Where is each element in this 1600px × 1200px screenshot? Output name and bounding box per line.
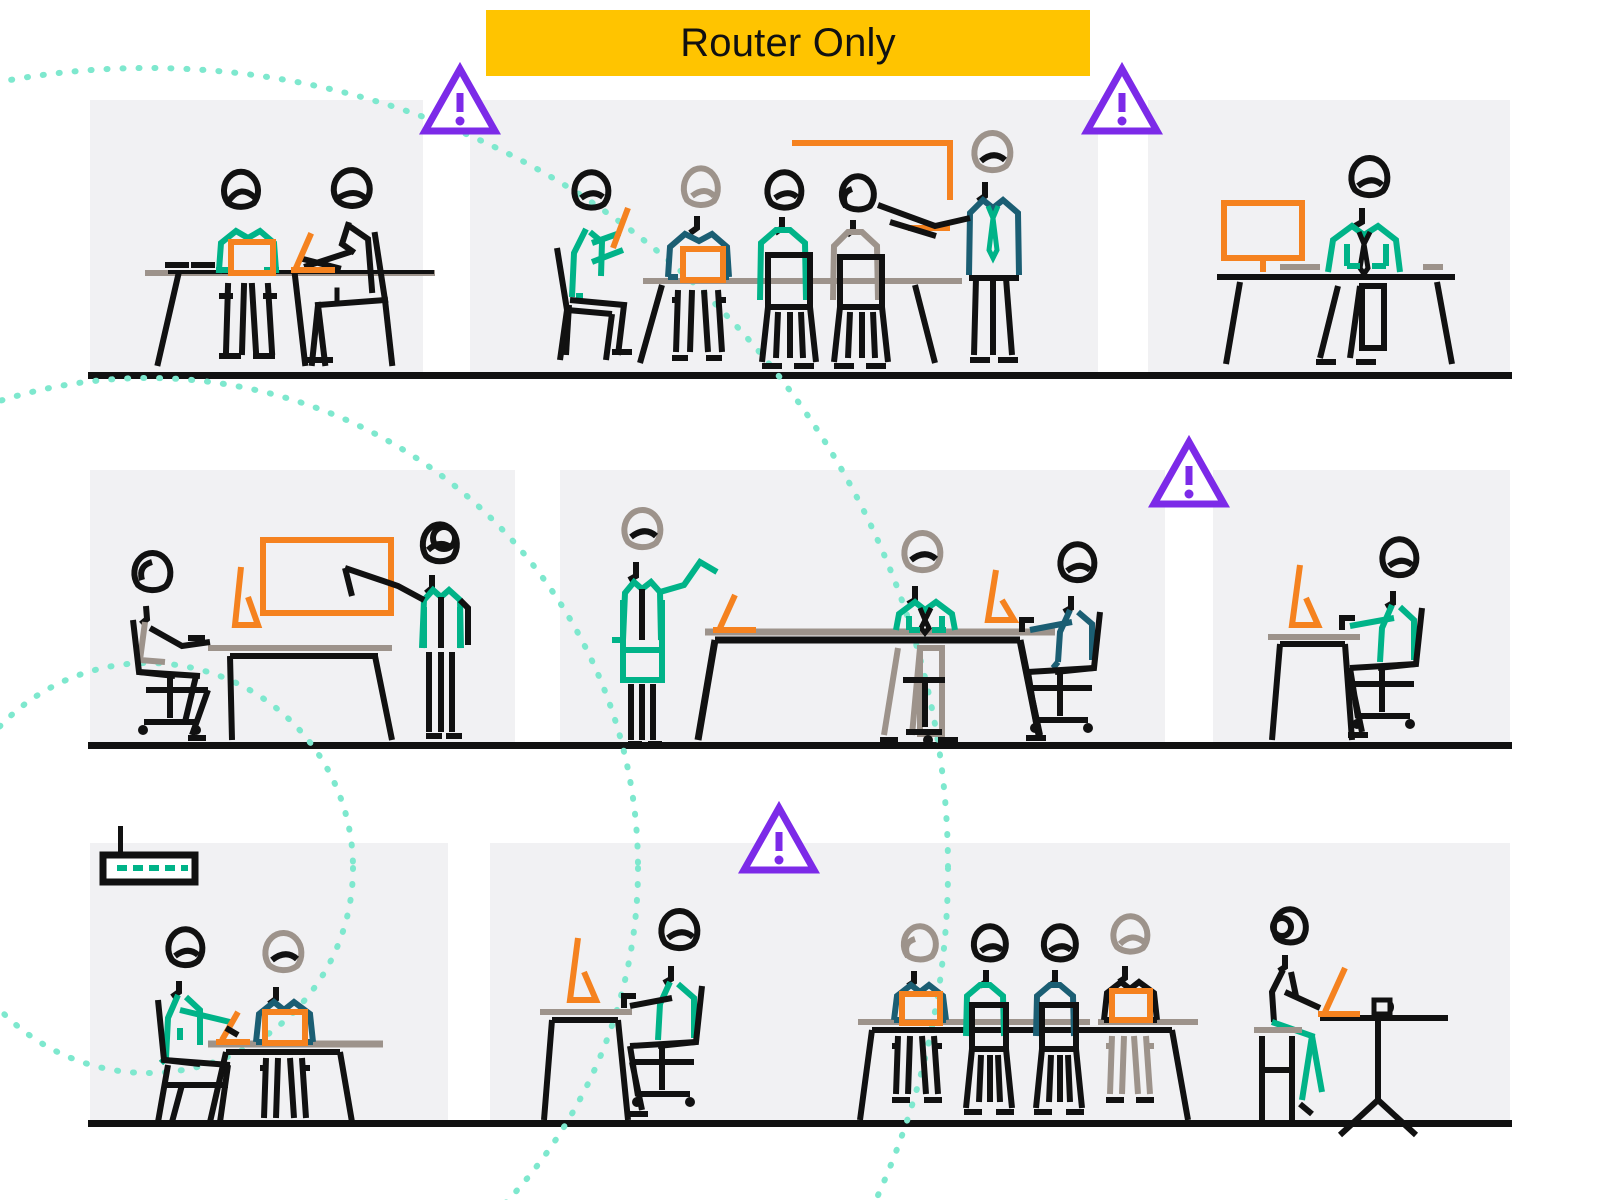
office-chair-icon — [130, 619, 211, 741]
router-antenna — [118, 826, 123, 856]
person-seated-icon — [1019, 541, 1098, 670]
scene-desk-monitor — [540, 907, 705, 1121]
page-title: Router Only — [680, 21, 896, 65]
desk-legs — [154, 272, 309, 367]
office-chair-icon — [307, 231, 396, 367]
desk-legs — [857, 1029, 1191, 1121]
monitor-icon — [1288, 564, 1323, 628]
office-chair-icon — [1316, 283, 1387, 365]
whiteboard-icon — [260, 537, 394, 616]
scene-router-room — [155, 926, 383, 1123]
person-seated-icon — [621, 907, 701, 1041]
warning-triangle-icon[interactable] — [419, 61, 501, 135]
warning-markers — [419, 61, 1230, 874]
monitor-icon — [566, 937, 601, 1003]
desk-legs — [637, 284, 938, 364]
office-chair-icon — [831, 254, 891, 369]
warning-triangle-icon[interactable] — [1081, 61, 1163, 135]
coverage-arc-outer — [0, 65, 951, 1200]
room-2-3 — [1213, 470, 1510, 742]
desk-legs — [227, 655, 395, 741]
room-2-1 — [90, 470, 515, 742]
scene-cafe-table — [1254, 906, 1448, 1138]
person-seated-icon — [1268, 906, 1325, 1117]
desk-legs — [541, 1019, 631, 1121]
office-chair-icon — [557, 309, 615, 361]
coverage-arc-inner — [0, 660, 356, 1076]
office-chair-icon — [155, 999, 231, 1123]
floor-line-middle — [88, 742, 1512, 749]
office-chair-icon — [963, 1002, 1015, 1115]
bar-stool-icon — [1254, 1027, 1302, 1120]
floor-slabs — [88, 372, 1512, 1127]
wifi-router-icon — [99, 826, 199, 886]
office-chair-icon — [1033, 1002, 1085, 1115]
person-seated-icon — [1339, 536, 1420, 663]
laptop-icon — [228, 239, 276, 276]
table-base — [1337, 1095, 1419, 1138]
warning-triangle-icon[interactable] — [738, 800, 820, 874]
desk-icon — [1217, 274, 1455, 280]
scene-team-bench — [857, 906, 1448, 1138]
scene-conference-room — [554, 129, 1022, 369]
room-3-2 — [490, 843, 800, 1120]
coverage-arc-middle — [0, 375, 641, 1200]
scene-single-workstation — [1268, 536, 1425, 741]
person-seated-icon — [893, 529, 958, 638]
laptop-icon — [291, 232, 335, 273]
laptop-icon — [1109, 988, 1153, 1023]
desk-legs — [1269, 643, 1355, 741]
scene-meeting-table — [612, 506, 1103, 747]
office-chair-icon — [1025, 611, 1103, 741]
person-seated-icon — [1325, 154, 1403, 279]
coffee-cup-icon — [1371, 997, 1394, 1017]
scene-whiteboard-office — [130, 521, 471, 741]
person-standing-icon — [876, 129, 1022, 363]
office-chair-icon — [1347, 607, 1425, 738]
laptop-icon — [216, 1010, 250, 1045]
laptop-icon — [680, 246, 726, 283]
office-chair-icon — [627, 985, 705, 1117]
person-seated-icon — [299, 167, 376, 303]
desk-legs — [1223, 281, 1455, 365]
scene-desk-pair — [145, 167, 435, 367]
floor-line-bottom — [88, 1120, 1512, 1127]
monitor-icon — [984, 569, 1020, 623]
monitor-stand — [1250, 255, 1276, 272]
scene-private-office — [1217, 154, 1455, 365]
whiteboard-icon — [792, 140, 953, 200]
office-chair-icon — [759, 252, 819, 369]
laptop-icon — [1318, 966, 1360, 1017]
floor-line-top — [88, 372, 1512, 379]
laptop-icon — [262, 1009, 308, 1046]
person-standing-icon — [342, 521, 471, 739]
wifi-coverage-arcs — [0, 65, 951, 1200]
warning-triangle-icon[interactable] — [1148, 434, 1230, 508]
laptop-icon — [610, 206, 631, 250]
monitor-icon — [231, 566, 263, 628]
laptop-icon — [899, 991, 943, 1026]
office-chair-icon — [880, 645, 958, 745]
person-standing-icon — [612, 506, 719, 747]
title-banner: Router Only — [486, 10, 1090, 76]
laptop-icon — [713, 593, 756, 633]
